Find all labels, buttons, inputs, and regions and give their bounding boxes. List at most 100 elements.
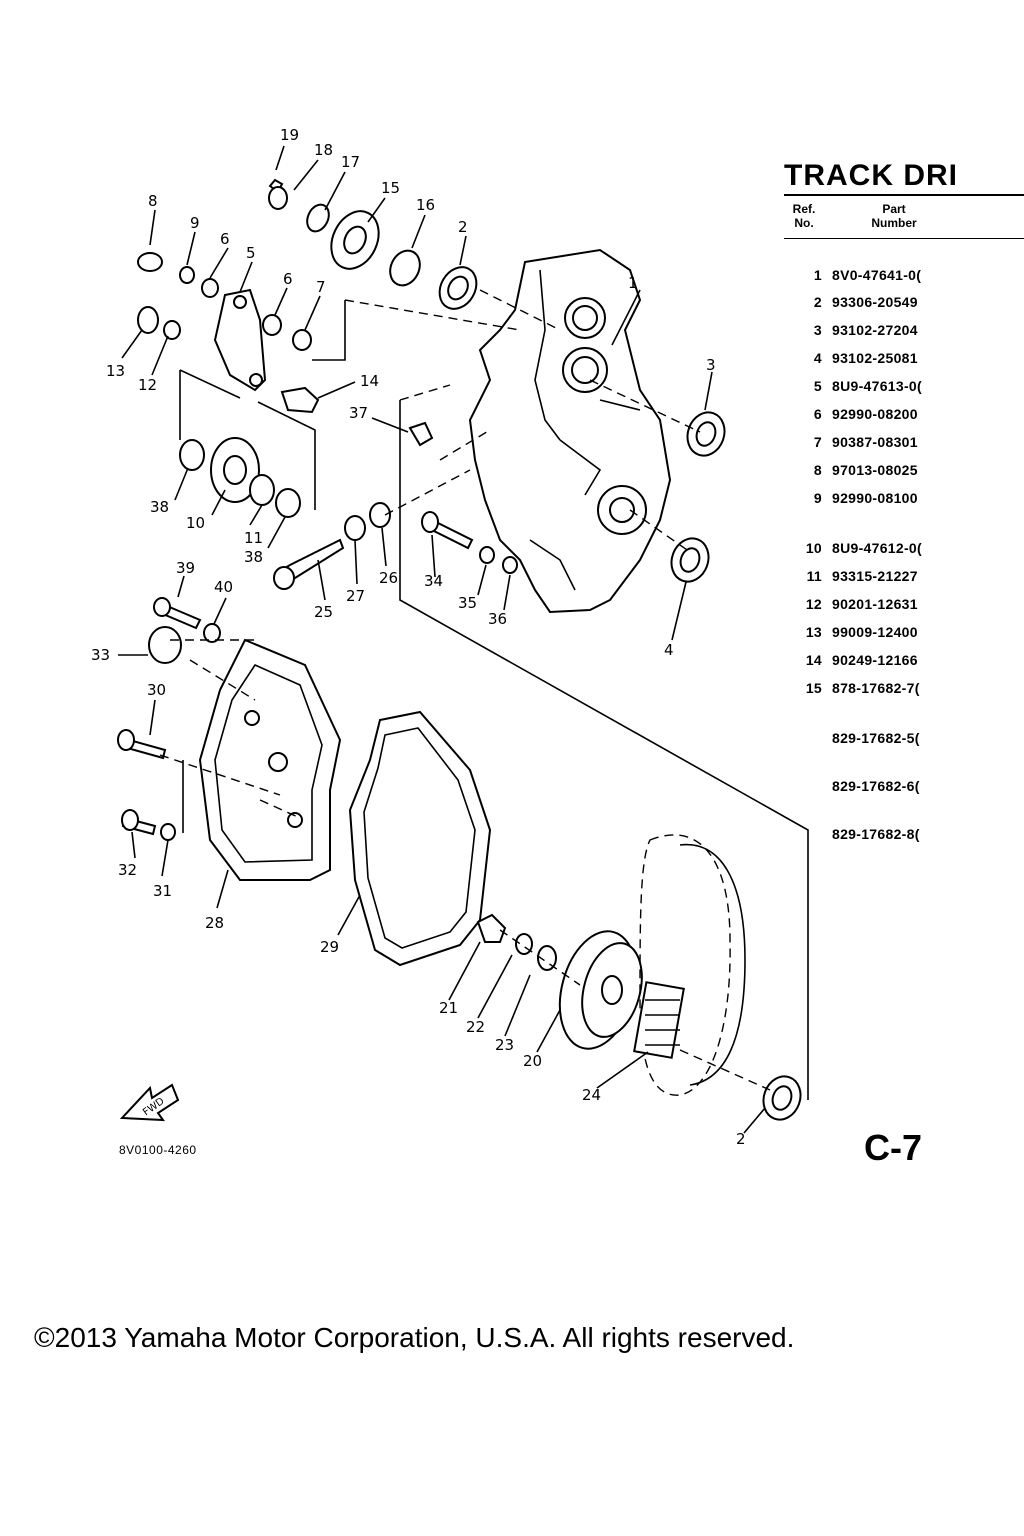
- bearing-2-top: [438, 266, 478, 310]
- chaincase-cover: [198, 638, 342, 881]
- callout-2: 2: [458, 218, 468, 236]
- row-ref: 5: [813, 378, 822, 394]
- callout-16: 16: [416, 196, 435, 214]
- header-ref: Ref. No.: [784, 202, 824, 230]
- table-row: 829-17682-5(: [784, 730, 982, 746]
- row-ref: 15: [805, 680, 822, 696]
- row-ref: 10: [805, 540, 822, 556]
- callout-34: 34: [424, 572, 443, 590]
- callout-19: 19: [280, 126, 299, 144]
- row-ref: 1: [813, 267, 822, 283]
- table-row: 829-17682-6(: [784, 778, 982, 794]
- callout-22: 22: [466, 1018, 485, 1036]
- bolts-washers: [117, 502, 518, 841]
- table-row: 4 93102-25081: [784, 350, 982, 366]
- callout-27: 27: [346, 587, 365, 605]
- header-part-line2: Number: [871, 216, 917, 230]
- table-row: 829-17682-8(: [784, 826, 982, 842]
- callout-35: 35: [458, 594, 477, 612]
- callout-13: 13: [106, 362, 125, 380]
- callout-4: 4: [664, 641, 674, 659]
- row-ref: 2: [813, 294, 822, 310]
- callout-18: 18: [314, 141, 333, 159]
- callout-25: 25: [314, 603, 333, 621]
- callout-40: 40: [214, 578, 233, 596]
- callout-23: 23: [495, 1036, 514, 1054]
- copyright-notice: ©2013 Yamaha Motor Corporation, U.S.A. A…: [34, 1322, 795, 1353]
- callout-14: 14: [360, 372, 379, 390]
- row-part-number: 92990-08200: [832, 406, 918, 422]
- table-row: 3 93102-27204: [784, 322, 982, 338]
- row-ref: 13: [805, 624, 822, 640]
- table-row: 10 8U9-47612-0(: [784, 540, 982, 556]
- row-ref: 6: [813, 406, 822, 422]
- callout-12: 12: [138, 376, 157, 394]
- drive-housing: [468, 248, 672, 614]
- gasket: [348, 710, 492, 967]
- callout-3: 3: [706, 356, 716, 374]
- callout-26: 26: [379, 569, 398, 587]
- row-ref: [784, 826, 832, 842]
- row-part-number: 93102-27204: [832, 322, 918, 338]
- callout-30: 30: [147, 681, 166, 699]
- table-rule: [784, 194, 1024, 196]
- seal-4: [670, 537, 710, 583]
- callout-29: 29: [320, 938, 339, 956]
- row-ref: 12: [805, 596, 822, 612]
- row-part-number: 93102-25081: [832, 350, 918, 366]
- table-row: 13 99009-12400: [784, 624, 982, 640]
- table-row: 15 878-17682-7(: [784, 680, 982, 696]
- row-part-number: 93315-21227: [832, 568, 918, 584]
- row-ref: 9: [813, 490, 822, 506]
- callout-10: 10: [186, 514, 205, 532]
- row-part-number: 90201-12631: [832, 596, 918, 612]
- callout-5: 5: [246, 244, 256, 262]
- row-part-number: 829-17682-6(: [832, 778, 920, 794]
- row-part-number: 90387-08301: [832, 434, 918, 450]
- row-ref: 3: [813, 322, 822, 338]
- upper-sprocket-parts: [268, 178, 421, 287]
- callout-38: 38: [244, 548, 263, 566]
- callout-36: 36: [488, 610, 507, 628]
- bearing-2-bottom: [762, 1075, 802, 1121]
- header-ref-line2: No.: [794, 216, 814, 230]
- table-header-rule: [784, 238, 1024, 239]
- row-part-number: 90249-12166: [832, 652, 918, 668]
- row-part-number: 97013-08025: [832, 462, 918, 478]
- table-row: 1 8V0-47641-0(: [784, 267, 982, 283]
- row-part-number: 829-17682-5(: [832, 730, 920, 746]
- callout-38: 38: [150, 498, 169, 516]
- callout-6: 6: [220, 230, 230, 248]
- callout-17: 17: [341, 153, 360, 171]
- table-row: 12 90201-12631: [784, 596, 982, 612]
- callout-7: 7: [316, 278, 326, 296]
- header-part-line1: Part: [882, 202, 906, 216]
- callout-6: 6: [283, 270, 293, 288]
- callout-31: 31: [153, 882, 172, 900]
- row-part-number: 99009-12400: [832, 624, 918, 640]
- row-ref: 14: [805, 652, 822, 668]
- row-part-number: 8V0-47641-0(: [832, 267, 922, 283]
- row-ref: [784, 778, 832, 794]
- callout-1: 1: [628, 274, 638, 292]
- header-part: Part Number: [824, 202, 964, 230]
- row-ref: 4: [813, 350, 822, 366]
- row-part-number: 878-17682-7(: [832, 680, 920, 696]
- row-part-number: 8U9-47612-0(: [832, 540, 922, 556]
- callout-28: 28: [205, 914, 224, 932]
- callout-15: 15: [381, 179, 400, 197]
- reference-lines: [159, 289, 809, 1100]
- row-ref: [784, 730, 832, 746]
- drawing-code: 8V0100-4260: [119, 1143, 197, 1157]
- callout-20: 20: [523, 1052, 542, 1070]
- row-part-number: 92990-08100: [832, 490, 918, 506]
- lower-sprocket-chain: [476, 834, 746, 1096]
- callout-33: 33: [91, 646, 110, 664]
- seal-3: [686, 411, 726, 457]
